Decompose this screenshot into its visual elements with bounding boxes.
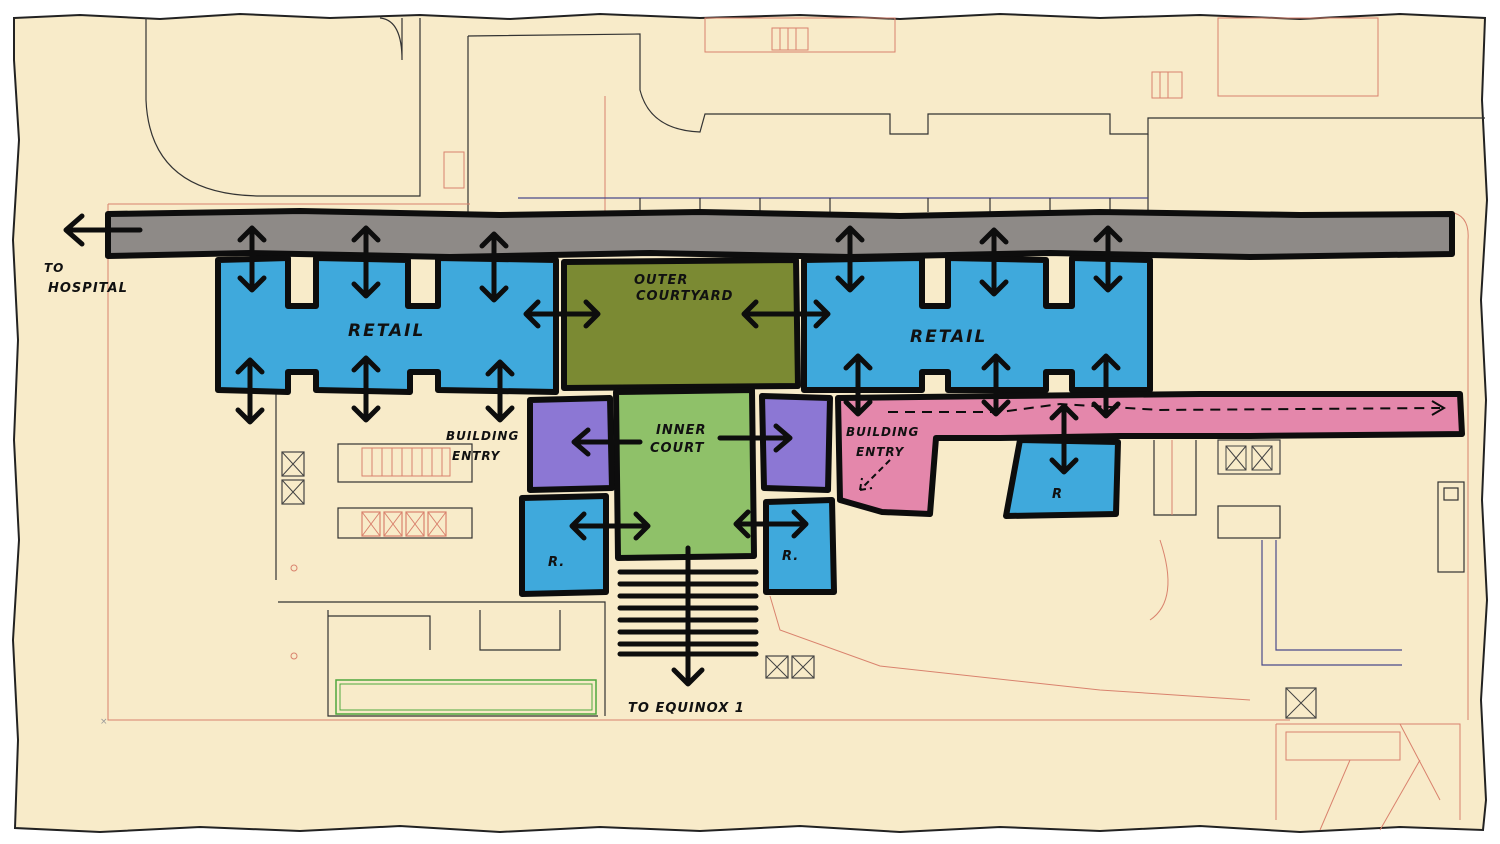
arrow-to-entry-east — [717, 423, 793, 453]
elevator-icon — [281, 451, 305, 505]
double-headed-arrow-icon — [569, 511, 651, 541]
circulation-arrows — [63, 213, 1123, 687]
inner-court — [613, 387, 757, 561]
label-retail-east: RETAIL — [910, 327, 987, 347]
label-retail-unit-left: R. — [548, 555, 565, 570]
label-outer-courtyard-line2: COURTYARD — [636, 289, 733, 304]
label-to-equinox: TO EQUINOX 1 — [628, 701, 745, 716]
label-retail-west: RETAIL — [348, 321, 425, 341]
double-headed-arrow-icon — [1093, 225, 1123, 293]
double-headed-arrow-icon — [981, 353, 1011, 417]
stairs-icon — [361, 447, 451, 477]
label-building-entry-west-line2: ENTRY — [452, 449, 501, 463]
double-headed-arrow-icon — [843, 353, 873, 417]
double-headed-arrow-icon — [235, 357, 265, 425]
arrow-to-equinox — [671, 545, 705, 687]
elevator-icon — [1217, 439, 1281, 475]
svg-text:×: × — [100, 717, 108, 727]
double-headed-arrow-icon — [479, 231, 509, 303]
building-entry-east-corridor — [835, 391, 1465, 517]
double-headed-arrow-icon — [351, 225, 381, 299]
retail-unit-east — [1003, 437, 1121, 519]
double-headed-arrow-icon — [485, 359, 515, 423]
elevator-icon — [1285, 687, 1317, 719]
arrow-to-hospital — [63, 213, 143, 247]
building-entry-east-lobby — [759, 393, 833, 493]
label-to-hospital-line2: HOSPITAL — [48, 281, 128, 296]
double-headed-arrow-icon — [1091, 353, 1121, 419]
label-building-entry-west-line1: BUILDING — [446, 429, 519, 443]
retail-unit-left — [519, 493, 609, 597]
double-headed-arrow-icon — [835, 225, 865, 293]
retail-block-west — [215, 255, 559, 395]
label-building-entry-east-line2: ENTRY — [856, 445, 905, 459]
double-headed-arrow-icon — [351, 355, 381, 423]
label-inner-court-line2: COURT — [650, 441, 705, 456]
double-headed-arrow-icon — [523, 299, 601, 329]
elevator-icon — [765, 655, 815, 679]
outer-courtyard — [561, 257, 801, 391]
stairs-icon — [443, 27, 1183, 189]
double-headed-arrow-icon — [741, 299, 831, 329]
label-outer-courtyard-line1: OUTER — [634, 273, 688, 288]
label-retail-unit-right: R. — [782, 549, 799, 564]
walkway-band — [105, 208, 1455, 260]
label-retail-unit-east: R — [1052, 487, 1063, 502]
building-entry-west — [527, 395, 615, 493]
double-headed-arrow-icon — [237, 225, 267, 293]
retail-unit-right — [763, 497, 837, 595]
label-to-hospital-line1: TO — [44, 261, 64, 275]
double-headed-arrow-icon — [1049, 403, 1079, 475]
label-building-entry-east-line1: BUILDING — [846, 425, 919, 439]
label-inner-court-line1: INNER — [656, 423, 707, 438]
double-headed-arrow-icon — [733, 509, 809, 539]
retail-block-east — [801, 255, 1153, 393]
elevator-icon — [361, 511, 447, 537]
arrow-to-entry-west — [571, 427, 643, 457]
double-headed-arrow-icon — [979, 227, 1009, 297]
